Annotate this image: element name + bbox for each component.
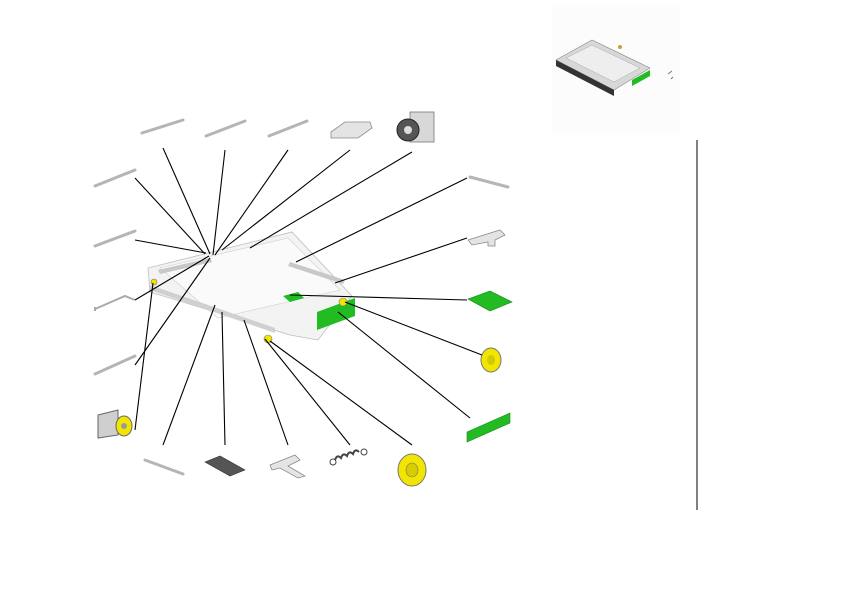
leader-line (134, 177, 206, 255)
leader-line (243, 319, 289, 446)
leader-line (134, 282, 154, 431)
part-motor-bracket-top (396, 111, 435, 143)
assembly-gear-left (150, 278, 158, 286)
leader-line (295, 177, 468, 263)
assembly-rail-right (288, 262, 345, 284)
part-strip-left-2 (93, 229, 137, 248)
leader-line (264, 338, 351, 446)
assembly-green-sensor (283, 292, 304, 302)
leader-line (334, 237, 468, 284)
leader-line (221, 311, 226, 446)
leader-line (162, 304, 216, 446)
leader-lines (134, 147, 483, 446)
leader-line (289, 294, 468, 301)
leader-line (162, 147, 211, 255)
leader-line (134, 255, 210, 301)
part-yellow-gear-right (480, 347, 502, 373)
thumbnail-screw (618, 45, 622, 49)
part-plate-top-4 (330, 121, 373, 139)
part-gear-bracket-left (97, 409, 133, 439)
leader-line (212, 149, 226, 256)
part-pad-bottom-2 (204, 455, 246, 477)
leader-line (134, 257, 211, 366)
part-green-board-right (466, 412, 511, 443)
assembly-green-board (317, 298, 355, 330)
part-yellow-gear-bottom (397, 453, 427, 487)
part-rail-top-2 (204, 119, 247, 138)
part-rail-top-3 (267, 119, 309, 138)
part-strip-left-1 (93, 168, 137, 188)
thumbnail-green-board (632, 70, 650, 86)
part-glass-strip-bottom-1 (143, 458, 185, 476)
thumbnail-glass (565, 44, 641, 83)
part-bracket-right-2 (467, 229, 506, 247)
assembly-rail-front (150, 285, 275, 333)
leader-line (344, 301, 483, 356)
leader-line (249, 151, 413, 249)
part-glass-strip-top-1 (140, 118, 185, 135)
assembly-gear-right (338, 297, 348, 307)
part-lever-bottom-3 (269, 454, 307, 479)
part-spring-bottom-4 (329, 448, 368, 466)
part-green-sensor-right (467, 290, 513, 312)
thumbnail-small-parts (667, 70, 674, 80)
leader-line (134, 239, 207, 254)
thumbnail-overview (552, 5, 680, 133)
part-rail-right-1 (468, 175, 510, 189)
thumbnail-front (556, 60, 614, 96)
leader-line (269, 340, 413, 446)
part-bracket-left-3 (94, 294, 136, 311)
part-strip-left-4 (93, 354, 137, 376)
leader-line (214, 149, 289, 256)
leader-line (221, 149, 351, 251)
leader-line (337, 311, 471, 419)
